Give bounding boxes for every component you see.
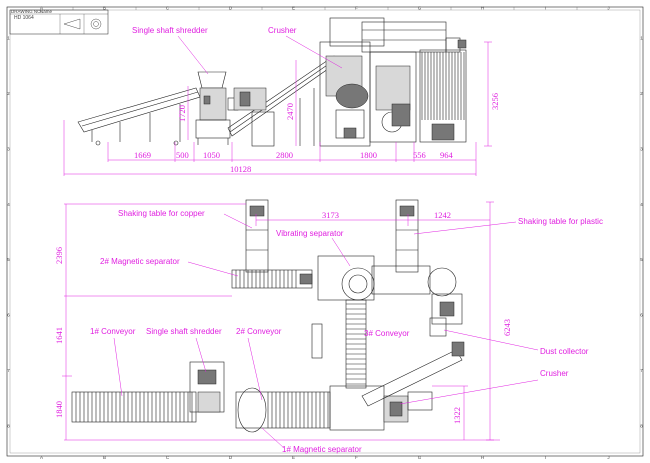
grid-row-right: 3 <box>640 146 643 151</box>
grid-col-top: E <box>292 6 295 11</box>
grid-row-left: 4 <box>7 202 10 207</box>
side-horizontal-dimensions: 1669 500 1050 2800 1800 556 964 10128 <box>63 120 477 176</box>
plan-copper-table <box>245 199 269 273</box>
grid-col-bottom: G <box>418 455 422 460</box>
grid-col-top: C <box>166 6 170 11</box>
dim-500: 500 <box>176 150 189 160</box>
dim-1050: 1050 <box>203 150 220 160</box>
dim-1840: 1840 <box>54 401 64 418</box>
side-label-crusher: Crusher <box>268 26 297 35</box>
plan-label-vibrating: Vibrating separator <box>276 229 344 238</box>
grid-row-left: 2 <box>7 91 10 96</box>
grid-row-left: 3 <box>7 146 10 151</box>
grid-column-letters: A A B B C C D D E E F F G G H H I I J J <box>40 6 610 461</box>
grid-row-right: 4 <box>640 202 643 207</box>
dim-1669: 1669 <box>134 150 151 160</box>
plan-label-crusher: Crusher <box>540 369 569 378</box>
plan-label-mag1: 1# Magnetic separator <box>282 445 362 454</box>
projection-circle-icon <box>90 18 102 30</box>
plan-label-dust: Dust collector <box>540 347 589 356</box>
plan-mag2-conveyor <box>231 269 313 289</box>
plan-label-conv3: 3# Conveyor <box>364 329 410 338</box>
grid-col-bottom: D <box>229 455 233 460</box>
plan-dimensions: 3173 1242 2396 1641 1840 6243 1322 <box>54 201 512 441</box>
grid-row-right: 5 <box>640 257 643 262</box>
dim-2800: 2800 <box>276 150 293 160</box>
grid-col-bottom: C <box>166 455 170 460</box>
dim-2470: 2470 <box>285 103 295 120</box>
plan-crusher <box>329 341 465 431</box>
dim-964: 964 <box>440 150 454 160</box>
dim-6243: 6243 <box>502 319 512 336</box>
dim-1641: 1641 <box>54 327 64 344</box>
dim-3256: 3256 <box>490 93 500 110</box>
plan-label-copper-table: Shaking table for copper <box>118 209 205 218</box>
side-label-shredder: Single shaft shredder <box>132 26 208 35</box>
dim-1720: 1720 <box>177 105 187 122</box>
grid-row-left: 5 <box>7 257 10 262</box>
grid-row-right: 8 <box>640 423 643 428</box>
dim-10128: 10128 <box>230 164 251 174</box>
dim-1322: 1322 <box>452 407 462 424</box>
grid-col-top: J <box>607 6 609 11</box>
plan-label-conv1: 1# Conveyor <box>90 327 136 336</box>
side-main-conveyor <box>227 55 339 147</box>
grid-col-top: H <box>481 6 484 11</box>
grid-row-left: 8 <box>7 423 10 428</box>
grid-row-left: 1 <box>7 36 10 41</box>
side-vertical-dimensions: 1720 2470 3256 <box>177 41 500 147</box>
grid-col-top: I <box>545 6 546 11</box>
grid-row-left: 7 <box>7 368 10 373</box>
plan-plastic-table <box>395 199 419 273</box>
side-dust-collector <box>419 37 467 143</box>
plan-label-plastic-table: Shaking table for plastic <box>518 217 603 226</box>
dim-1242: 1242 <box>434 210 451 220</box>
grid-row-right: 7 <box>640 368 643 373</box>
projection-symbol-icon <box>63 18 81 30</box>
grid-row-right: 6 <box>640 313 643 318</box>
plan-vibrating-separator <box>317 255 463 325</box>
grid-row-right: 1 <box>640 36 643 41</box>
side-shredder <box>195 71 239 145</box>
grid-col-top: G <box>418 6 422 11</box>
plan-view: Shaking table for copper Shaking table f… <box>54 199 603 454</box>
plan-label-conv2: 2# Conveyor <box>236 327 282 336</box>
side-view: Single shaft shredder Crusher 1669 500 1… <box>63 17 500 176</box>
plan-conveyor-1 <box>71 391 197 423</box>
dim-3173: 3173 <box>322 210 339 220</box>
dim-1800: 1800 <box>360 150 377 160</box>
name-label: Name <box>40 9 53 14</box>
grid-col-bottom: J <box>607 455 609 460</box>
grid-row-left: 6 <box>7 313 10 318</box>
plan-label-shredder: Single shaft shredder <box>146 327 222 336</box>
dim-556: 556 <box>413 150 426 160</box>
grid-col-bottom: I <box>545 455 546 460</box>
grid-col-bottom: F <box>355 455 358 460</box>
plan-platform <box>311 323 323 359</box>
plan-label-mag2: 2# Magnetic separator <box>100 257 180 266</box>
grid-col-bottom: A <box>40 455 43 460</box>
plan-dust-collector <box>429 317 447 337</box>
drawing-no-label: DRAWING NO. <box>11 9 42 14</box>
title-block: DRAWING NO. Name HD 1064 <box>9 9 109 35</box>
drawing-code: HD 1064 <box>14 15 34 21</box>
plan-shredder <box>189 361 225 413</box>
grid-col-top: F <box>355 6 358 11</box>
grid-col-top: B <box>103 6 106 11</box>
side-crusher <box>319 17 447 147</box>
grid-col-top: D <box>229 6 233 11</box>
grid-col-bottom: H <box>481 455 484 460</box>
grid-col-bottom: B <box>103 455 106 460</box>
grid-col-bottom: E <box>292 455 295 460</box>
plan-conveyor-3 <box>345 299 367 389</box>
plan-conveyor-2 <box>235 387 331 433</box>
grid-row-right: 2 <box>640 91 643 96</box>
grid-col-top: A <box>40 6 43 11</box>
dim-2396: 2396 <box>54 247 64 264</box>
